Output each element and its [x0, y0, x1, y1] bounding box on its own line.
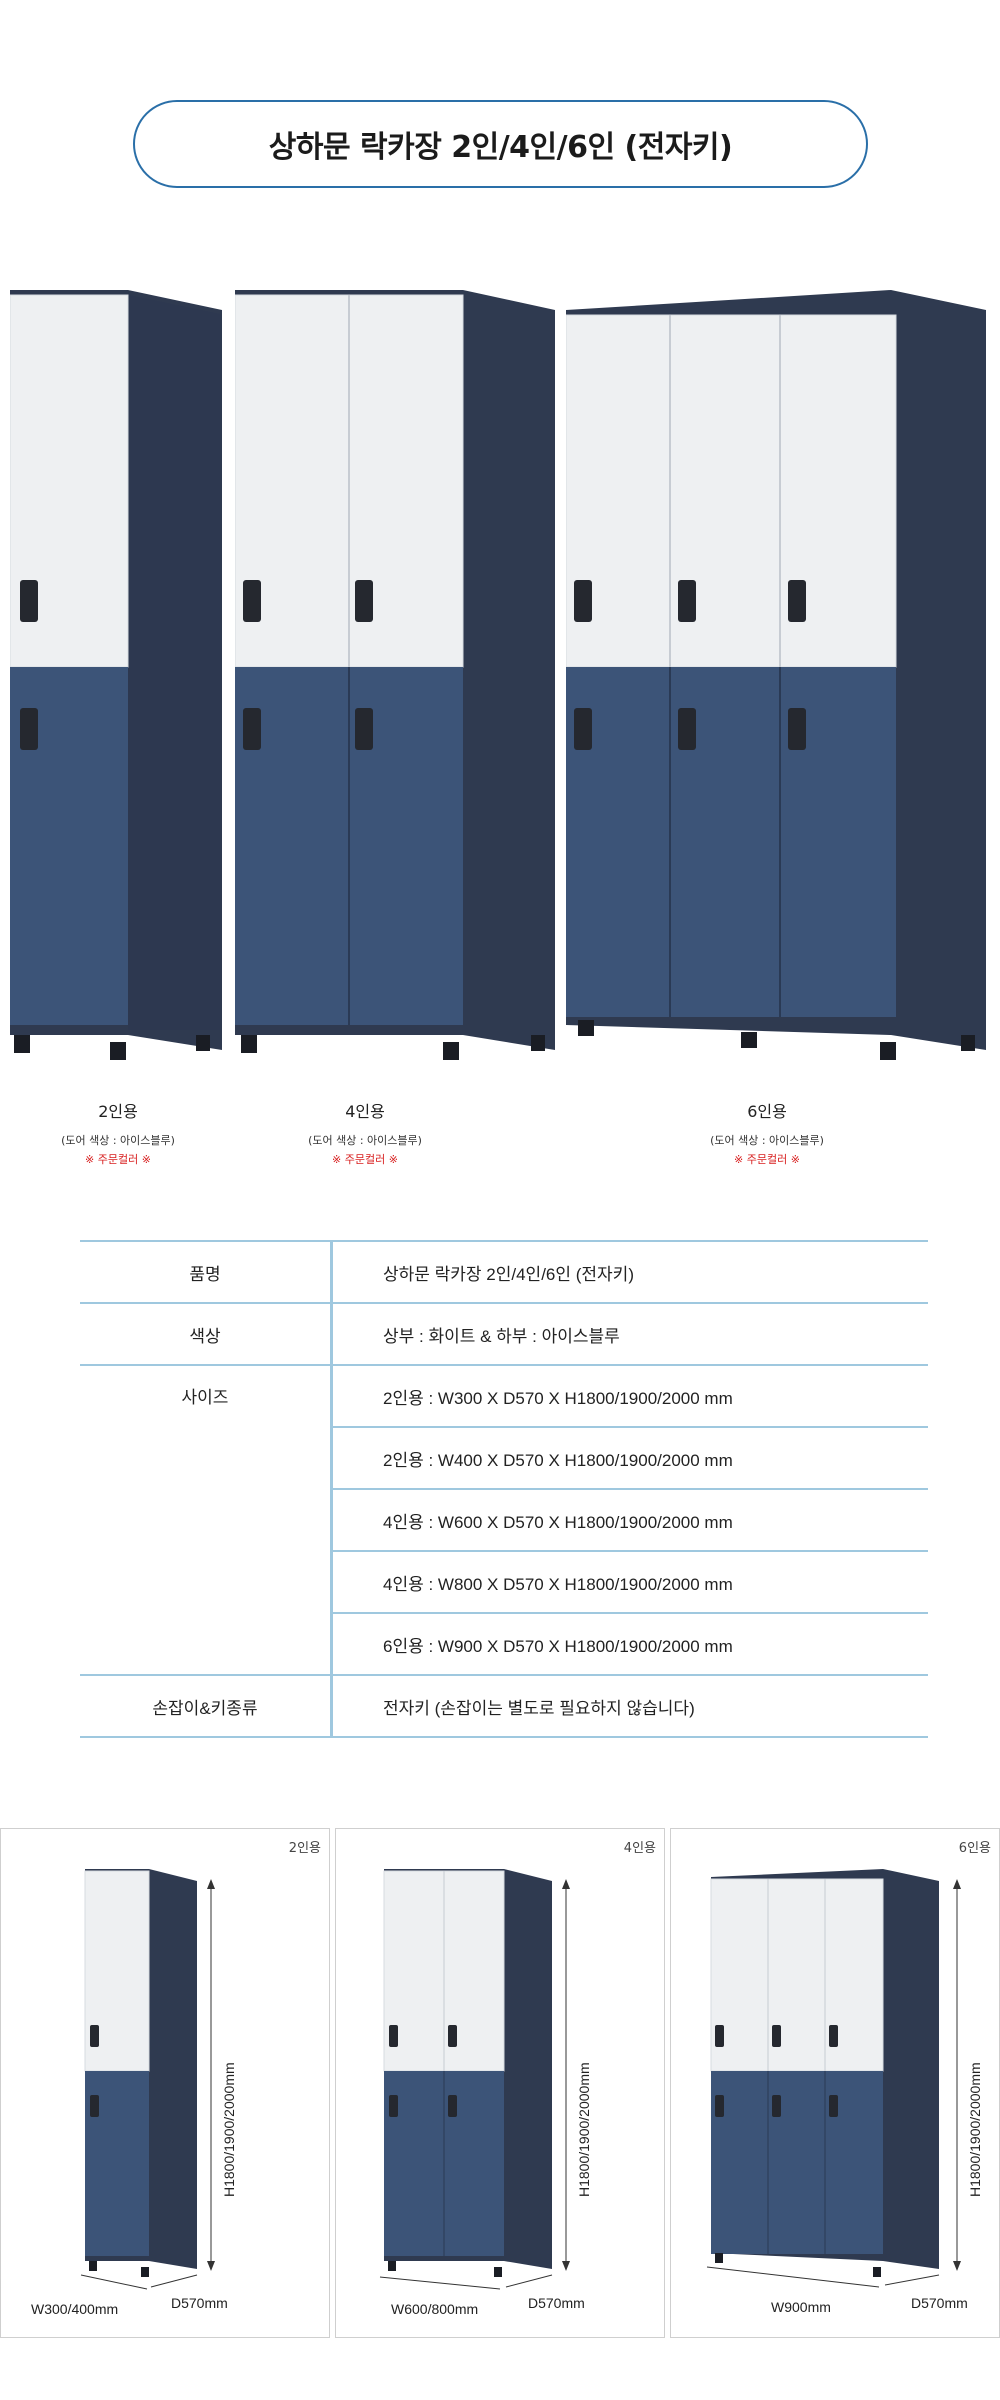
keypad-icon — [574, 580, 592, 622]
keypad-icon — [788, 708, 806, 750]
table-row: 품명 상하문 락카장 2인/4인/6인 (전자키) — [80, 1240, 928, 1303]
locker-2-dimension-drawing — [80, 1869, 215, 2290]
product-order-note: ※ 주문컬러 ※ — [85, 1153, 151, 1166]
spec-value: 4인용 : W800 X D570 X H1800/1900/2000 mm — [331, 1550, 928, 1613]
keypad-icon — [574, 708, 592, 750]
dimension-tag: 4인용 — [623, 1841, 656, 1856]
keypad-icon — [678, 708, 696, 750]
spec-value: 전자키 (손잡이는 별도로 필요하지 않습니다) — [331, 1674, 928, 1738]
table-row: 손잡이&키종류 전자키 (손잡이는 별도로 필요하지 않습니다) — [80, 1674, 928, 1738]
spec-header: 사이즈 — [80, 1364, 333, 1675]
page-title: 상하문 락카장 2인/4인/6인 (전자키) — [133, 100, 868, 188]
depth-label: D570mm — [171, 2295, 228, 2311]
keypad-icon — [448, 2025, 457, 2047]
keypad-icon — [772, 2025, 781, 2047]
spec-value: 2인용 : W400 X D570 X H1800/1900/2000 mm — [331, 1426, 928, 1489]
product-door-color: (도어 색상 : 아이스블루) — [61, 1134, 175, 1147]
product-caption-4: 4인용 (도어 색상 : 아이스블루) ※ 주문컬러 ※ — [265, 1098, 465, 1167]
spec-value: 6인용 : W900 X D570 X H1800/1900/2000 mm — [331, 1612, 928, 1675]
spec-header: 품명 — [80, 1240, 333, 1303]
keypad-icon — [389, 2095, 398, 2117]
keypad-icon — [20, 708, 38, 750]
keypad-icon — [355, 580, 373, 622]
height-label: H1800/1900/2000mm — [967, 2061, 983, 2197]
keypad-icon — [772, 2095, 781, 2117]
dimension-tag: 2인용 — [288, 1841, 321, 1856]
spec-header: 색상 — [80, 1302, 333, 1365]
keypad-icon — [715, 2095, 724, 2117]
height-label: H1800/1900/2000mm — [221, 2061, 237, 2197]
table-row: 2인용 : W400 X D570 X H1800/1900/2000 mm — [80, 1426, 928, 1489]
spec-value: 상부 : 화이트 & 하부 : 아이스블루 — [331, 1302, 928, 1365]
keypad-icon — [90, 2025, 99, 2047]
product-caption-2: 2인용 (도어 색상 : 아이스블루) ※ 주문컬러 ※ — [18, 1098, 218, 1167]
table-row: 사이즈 2인용 : W300 X D570 X H1800/1900/2000 … — [80, 1364, 928, 1675]
spec-value: 4인용 : W600 X D570 X H1800/1900/2000 mm — [331, 1488, 928, 1551]
product-door-color: (도어 색상 : 아이스블루) — [710, 1134, 824, 1147]
keypad-icon — [243, 708, 261, 750]
dimension-box-2: 2인용 H1800/1900/2000mm W300/400mm D570mm — [0, 1828, 330, 2338]
keypad-icon — [389, 2025, 398, 2047]
table-row: 4인용 : W800 X D570 X H1800/1900/2000 mm — [80, 1550, 928, 1613]
keypad-icon — [448, 2095, 457, 2117]
spec-header: 손잡이&키종류 — [80, 1674, 333, 1738]
spec-value: 상하문 락카장 2인/4인/6인 (전자키) — [331, 1240, 928, 1303]
keypad-icon — [715, 2025, 724, 2047]
product-label: 2인용 — [98, 1102, 138, 1121]
depth-label: D570mm — [528, 2295, 585, 2311]
product-caption-6: 6인용 (도어 색상 : 아이스블루) ※ 주문컬러 ※ — [667, 1098, 867, 1167]
width-label: W300/400mm — [31, 2301, 119, 2317]
keypad-icon — [788, 580, 806, 622]
product-order-note: ※ 주문컬러 ※ — [332, 1153, 398, 1166]
keypad-icon — [355, 708, 373, 750]
locker-4-dimension-drawing — [379, 1869, 570, 2290]
product-label: 4인용 — [345, 1102, 385, 1121]
keypad-icon — [829, 2025, 838, 2047]
locker-6person-image — [566, 290, 986, 1070]
locker-4person-image — [235, 290, 555, 1070]
product-label: 6인용 — [747, 1102, 787, 1121]
product-order-note: ※ 주문컬러 ※ — [734, 1153, 800, 1166]
locker-6-dimension-drawing — [706, 1869, 961, 2288]
table-row: 6인용 : W900 X D570 X H1800/1900/2000 mm — [80, 1612, 928, 1675]
dimension-tag: 6인용 — [958, 1841, 991, 1856]
table-row: 색상 상부 : 화이트 & 하부 : 아이스블루 — [80, 1302, 928, 1365]
locker-2person-image — [10, 290, 222, 1070]
product-door-color: (도어 색상 : 아이스블루) — [308, 1134, 422, 1147]
spec-value: 2인용 : W300 X D570 X H1800/1900/2000 mm — [331, 1364, 928, 1427]
dimension-box-4: 4인용 H1800/1900/2000mm W600/800mm D570mm — [335, 1828, 665, 2338]
keypad-icon — [243, 580, 261, 622]
spec-table: 품명 상하문 락카장 2인/4인/6인 (전자키) 색상 상부 : 화이트 & … — [80, 1240, 928, 1738]
dimension-box-6: 6인용 H1800/1900/2000mm W900mm D570mm — [670, 1828, 1000, 2338]
keypad-icon — [90, 2095, 99, 2117]
width-label: W900mm — [771, 2299, 831, 2315]
keypad-icon — [678, 580, 696, 622]
depth-label: D570mm — [911, 2295, 968, 2311]
keypad-icon — [20, 580, 38, 622]
keypad-icon — [829, 2095, 838, 2117]
height-label: H1800/1900/2000mm — [576, 2061, 592, 2197]
width-label: W600/800mm — [391, 2301, 479, 2317]
table-row: 4인용 : W600 X D570 X H1800/1900/2000 mm — [80, 1488, 928, 1551]
